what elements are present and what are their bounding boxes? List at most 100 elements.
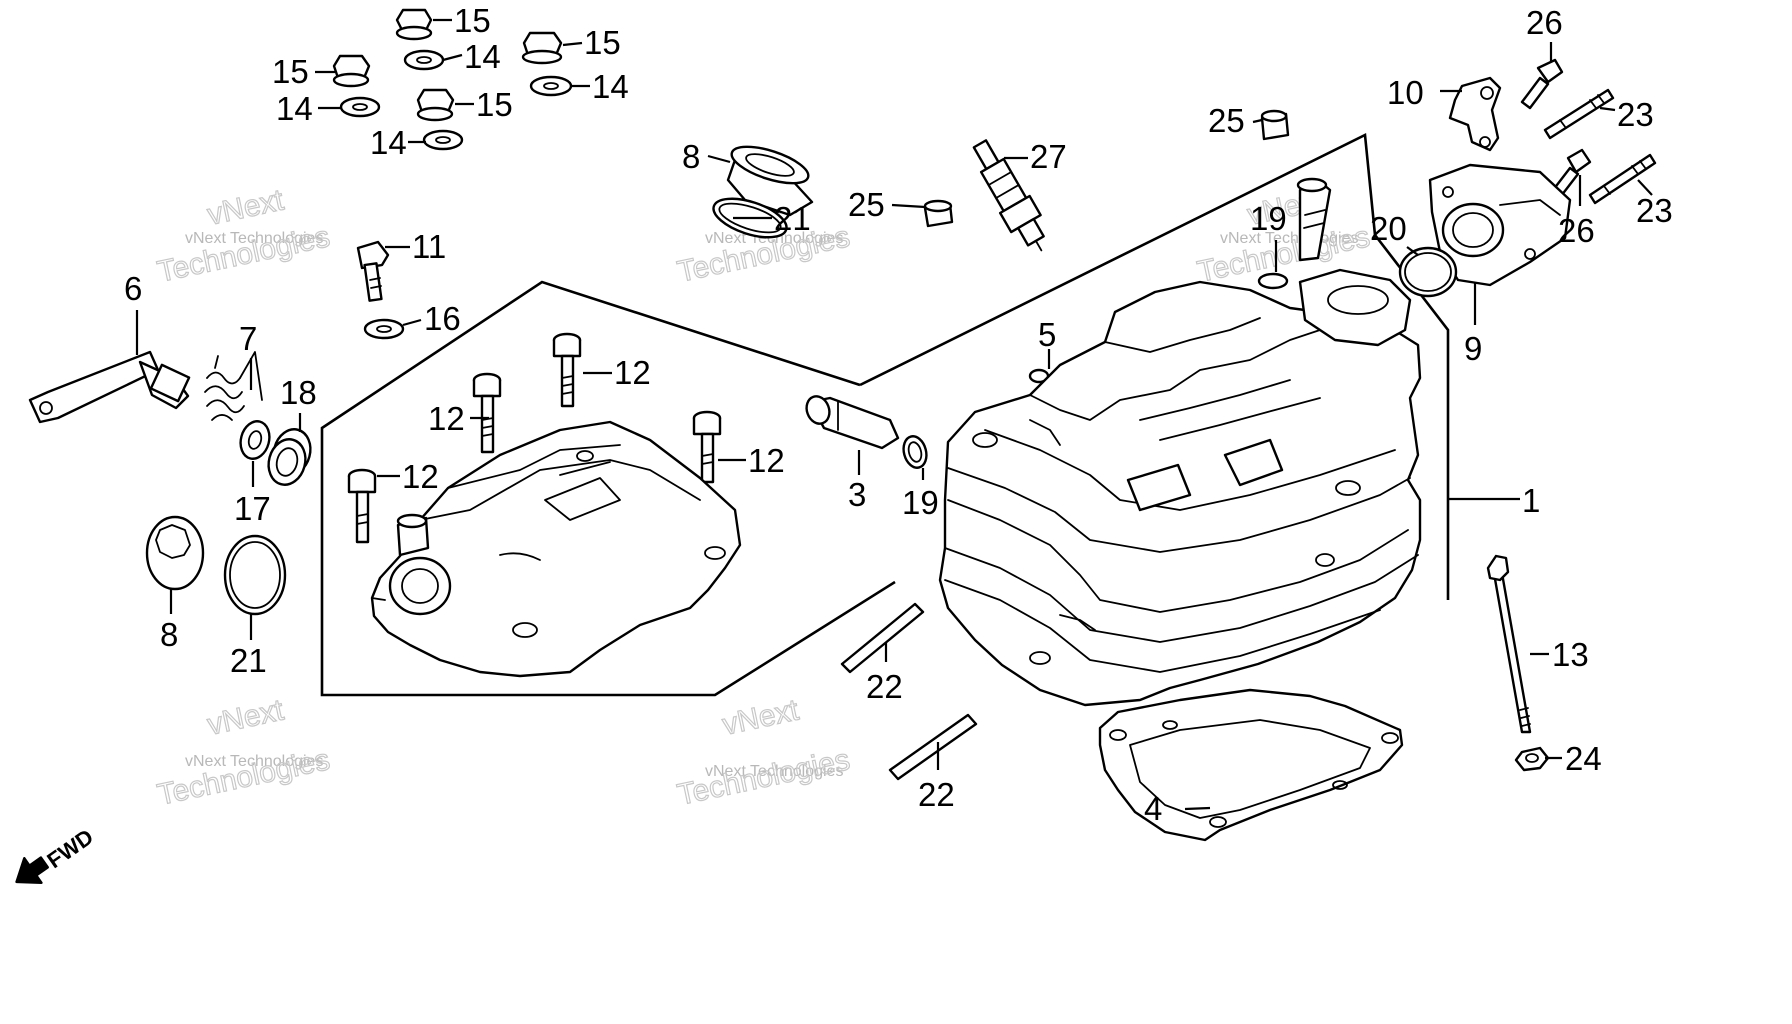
callouts: 15 14 15 14 15 14 15 14 8 21 25 27 11 16… bbox=[124, 2, 1673, 827]
cylinder-head-cover bbox=[370, 420, 742, 678]
washer-17-inner bbox=[247, 430, 263, 450]
callout-17: 17 bbox=[234, 490, 271, 527]
bolt-11 bbox=[356, 240, 390, 302]
callout-19-mid: 19 bbox=[902, 484, 939, 521]
head-gasket-4 bbox=[1098, 688, 1404, 842]
callout-12d: 12 bbox=[402, 458, 439, 495]
callout-14a: 14 bbox=[464, 38, 501, 75]
bolt-26a bbox=[1520, 58, 1564, 110]
o-ring-19-inner bbox=[907, 441, 923, 463]
callout-27: 27 bbox=[1030, 138, 1067, 175]
o-ring-21-top-inner bbox=[718, 202, 782, 234]
washer-17 bbox=[239, 420, 271, 460]
callout-12c: 12 bbox=[748, 442, 785, 479]
callout-4: 4 bbox=[1144, 790, 1162, 827]
fwd-arrow: FWD bbox=[15, 824, 98, 884]
callout-24: 24 bbox=[1565, 740, 1602, 777]
callout-9: 9 bbox=[1464, 330, 1482, 367]
svg-text:vNext: vNext bbox=[205, 693, 288, 741]
stud-13 bbox=[1486, 554, 1532, 734]
o-ring-19-right bbox=[1257, 272, 1289, 290]
stud-23b bbox=[1588, 153, 1657, 205]
intake-pipe-9 bbox=[1428, 163, 1572, 287]
pin-22b bbox=[888, 713, 978, 781]
callout-8-top: 8 bbox=[682, 138, 700, 175]
stud-23a bbox=[1543, 88, 1615, 140]
callout-5: 5 bbox=[1038, 316, 1056, 353]
callout-6: 6 bbox=[124, 270, 142, 307]
svg-text:vNext Technologies: vNext Technologies bbox=[705, 763, 843, 780]
callout-23-right: 23 bbox=[1636, 192, 1673, 229]
nut-24 bbox=[1514, 746, 1550, 772]
bolt-12d bbox=[347, 468, 377, 544]
spring-7 bbox=[204, 351, 263, 421]
washer-14b bbox=[529, 75, 573, 97]
callout-15b: 15 bbox=[584, 24, 621, 61]
bracket-10 bbox=[1448, 76, 1502, 152]
callout-1: 1 bbox=[1522, 482, 1540, 519]
callout-23-top: 23 bbox=[1617, 96, 1654, 133]
callout-16: 16 bbox=[424, 300, 461, 337]
cylinder-head bbox=[938, 268, 1422, 707]
washer-14a bbox=[403, 49, 445, 71]
callout-14c: 14 bbox=[276, 90, 313, 127]
washer-14d bbox=[422, 129, 464, 151]
cover-assembly-frame bbox=[320, 280, 896, 697]
bolt-12b bbox=[472, 372, 502, 454]
o-ring-21-left-inner bbox=[229, 541, 281, 609]
o-ring-19 bbox=[902, 435, 928, 469]
callout-22b: 22 bbox=[918, 776, 955, 813]
bolt-12a bbox=[552, 332, 582, 408]
insulator-fitting bbox=[1296, 177, 1332, 262]
o-ring-21-left bbox=[223, 534, 287, 616]
callout-21-top: 21 bbox=[774, 200, 811, 237]
callout-20: 20 bbox=[1370, 210, 1407, 247]
cap-nut-15c bbox=[332, 54, 371, 88]
callout-15c: 15 bbox=[272, 53, 309, 90]
callout-3: 3 bbox=[848, 476, 866, 513]
svg-text:vNext Technologies: vNext Technologies bbox=[185, 753, 323, 770]
cap-nut-15d bbox=[416, 88, 455, 122]
cap-8-left bbox=[145, 515, 205, 591]
callout-26-top: 26 bbox=[1526, 4, 1563, 41]
callout-26-right: 26 bbox=[1558, 212, 1595, 249]
callout-25-right: 25 bbox=[1208, 102, 1245, 139]
o-ring-20-inner bbox=[1404, 252, 1452, 292]
guide-3 bbox=[805, 395, 900, 450]
pin-22a bbox=[840, 602, 925, 674]
callout-18: 18 bbox=[280, 374, 317, 411]
dowel-25b bbox=[1260, 109, 1290, 141]
callout-12b: 12 bbox=[428, 400, 465, 437]
cap-nut-15a bbox=[395, 8, 433, 41]
svg-text:vNext: vNext bbox=[205, 183, 288, 231]
callout-22a: 22 bbox=[866, 668, 903, 705]
oil-seal-18 bbox=[267, 428, 312, 486]
spark-plug-27 bbox=[972, 139, 1045, 252]
callout-25-left: 25 bbox=[848, 186, 885, 223]
leader-lines bbox=[135, 18, 1653, 811]
svg-text:vNext: vNext bbox=[720, 693, 803, 741]
callout-14d: 14 bbox=[370, 124, 407, 161]
callout-8-left: 8 bbox=[160, 616, 178, 653]
lever-arm-6 bbox=[28, 350, 191, 424]
callout-15a: 15 bbox=[454, 2, 491, 39]
callout-7: 7 bbox=[239, 320, 257, 357]
head-assembly-frame bbox=[859, 133, 1450, 600]
callout-10: 10 bbox=[1387, 74, 1424, 111]
svg-text:vNext Technologies: vNext Technologies bbox=[1220, 230, 1358, 247]
callout-21-left: 21 bbox=[230, 642, 267, 679]
callout-11: 11 bbox=[412, 228, 446, 265]
callout-19-right: 19 bbox=[1250, 200, 1287, 237]
svg-text:vNext Technologies: vNext Technologies bbox=[705, 230, 843, 247]
dowel-25a bbox=[923, 199, 954, 228]
bolt-12c bbox=[692, 410, 722, 484]
washer-16 bbox=[363, 318, 405, 340]
callout-13: 13 bbox=[1552, 636, 1589, 673]
callout-12a: 12 bbox=[614, 354, 651, 391]
fwd-label: FWD bbox=[42, 824, 97, 873]
cap-nut-15b bbox=[521, 31, 563, 65]
o-ring-20 bbox=[1398, 246, 1458, 298]
svg-text:Technologies: Technologies bbox=[675, 743, 853, 812]
callout-15d: 15 bbox=[476, 86, 513, 123]
